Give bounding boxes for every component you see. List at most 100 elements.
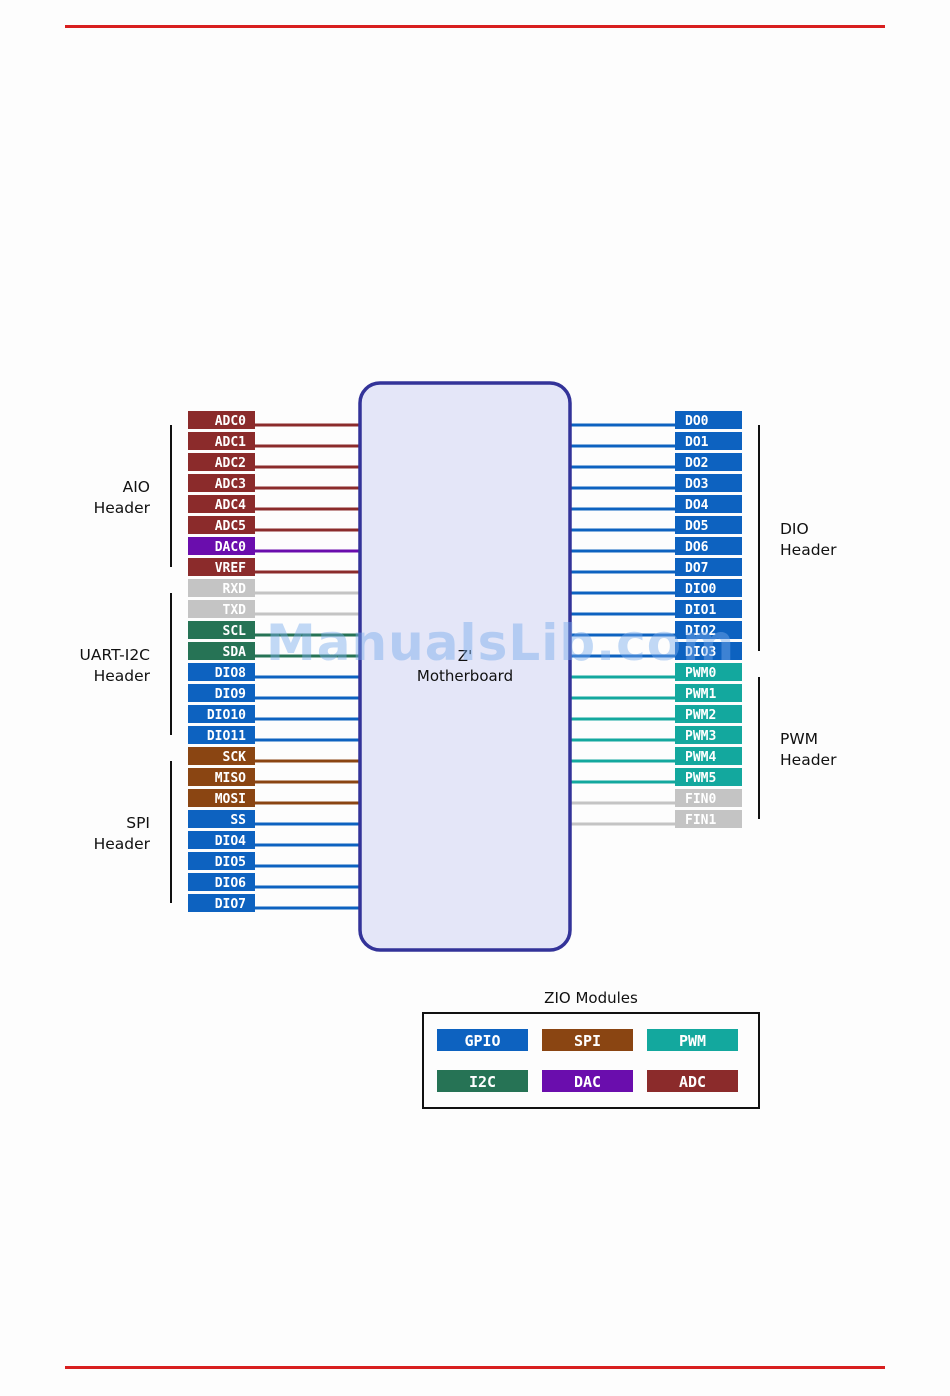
pin-box-adc1 [188, 432, 255, 450]
legend-frame [422, 1012, 760, 1109]
pin-box-mosi [188, 789, 255, 807]
legend-label-dac: DAC [574, 1073, 601, 1091]
pin-label-do7: DO7 [685, 561, 708, 576]
pin-box-adc3 [188, 474, 255, 492]
pin-label-pwm4: PWM4 [685, 750, 716, 765]
pin-box-dio9 [188, 684, 255, 702]
pin-label-dio5: DIO5 [215, 855, 246, 870]
pin-label-do4: DO4 [685, 498, 709, 513]
right-group-label-0-line1: DIO [780, 520, 809, 538]
pin-label-pwm1: PWM1 [685, 687, 716, 702]
legend-label-pwm: PWM [679, 1032, 706, 1050]
pin-box-pwm5 [675, 768, 742, 786]
legend-swatch-i2c [437, 1070, 528, 1092]
pin-label-dio4: DIO4 [215, 834, 246, 849]
pin-label-vref: VREF [215, 561, 246, 576]
legend-label-gpio: GPIO [464, 1032, 500, 1050]
pin-label-adc4: ADC4 [215, 498, 246, 513]
legend-label-i2c: I2C [469, 1073, 496, 1091]
left-group-label-1-line2: Header [94, 667, 151, 685]
pin-box-dio7 [188, 894, 255, 912]
pin-box-dio4 [188, 831, 255, 849]
motherboard-label-line1: Z' [458, 647, 472, 665]
pin-box-do0 [675, 411, 742, 429]
pin-label-do3: DO3 [685, 477, 708, 492]
left-pin-column: ADC0ADC1ADC2ADC3ADC4ADC5DAC0VREFRXDTXDSC… [188, 411, 255, 912]
pin-wires [255, 423, 675, 910]
legend-swatch-adc [647, 1070, 738, 1092]
motherboard-block [358, 381, 572, 952]
pin-box-dio6 [188, 873, 255, 891]
pin-box-pwm3 [675, 726, 742, 744]
pin-label-do1: DO1 [685, 435, 709, 450]
pin-box-do5 [675, 516, 742, 534]
pin-label-txd: TXD [223, 603, 247, 618]
pin-box-vref [188, 558, 255, 576]
pin-label-do6: DO6 [685, 540, 709, 555]
pin-label-do5: DO5 [685, 519, 708, 534]
pin-label-dio9: DIO9 [215, 687, 246, 702]
pin-label-rxd: RXD [223, 582, 247, 597]
pin-box-dio10 [188, 705, 255, 723]
legend-swatch-pwm [647, 1029, 738, 1051]
pin-label-adc3: ADC3 [215, 477, 246, 492]
legend-label-spi: SPI [574, 1032, 601, 1050]
legend-swatch-spi [542, 1029, 633, 1051]
pin-label-fin1: FIN1 [685, 813, 716, 828]
top-rule [65, 25, 885, 28]
pin-label-adc2: ADC2 [215, 456, 246, 471]
pin-box-do2 [675, 453, 742, 471]
left-group-label-0-line2: Header [94, 499, 151, 517]
pin-box-sda [188, 642, 255, 660]
pin-box-do4 [675, 495, 742, 513]
pin-box-dio0 [675, 579, 742, 597]
left-group-label-0-line1: AIO [123, 478, 150, 496]
header-groups: AIOHeaderUART-I2CHeaderSPIHeaderDIOHeade… [80, 425, 837, 903]
right-group-label-1-line2: Header [780, 751, 837, 769]
pin-box-adc2 [188, 453, 255, 471]
pin-box-adc5 [188, 516, 255, 534]
pin-label-pwm2: PWM2 [685, 708, 716, 723]
pin-label-fin0: FIN0 [685, 792, 716, 807]
pin-box-fin1 [675, 810, 742, 828]
pin-label-dio3: DIO3 [685, 645, 716, 660]
pin-label-adc5: ADC5 [215, 519, 246, 534]
pin-label-dio0: DIO0 [685, 582, 716, 597]
pin-label-dio11: DIO11 [207, 729, 246, 744]
pin-box-ss [188, 810, 255, 828]
pin-box-do6 [675, 537, 742, 555]
legend-title: ZIO Modules [544, 989, 638, 1007]
pin-box-pwm2 [675, 705, 742, 723]
pin-box-adc0 [188, 411, 255, 429]
pin-box-dio8 [188, 663, 255, 681]
pin-box-dac0 [188, 537, 255, 555]
pin-label-miso: MISO [215, 771, 246, 786]
pin-label-dio1: DIO1 [685, 603, 716, 618]
pin-label-do2: DO2 [685, 456, 708, 471]
pin-label-pwm3: PWM3 [685, 729, 716, 744]
left-group-label-2-line2: Header [94, 835, 151, 853]
pin-label-dio7: DIO7 [215, 897, 246, 912]
pin-label-dio10: DIO10 [207, 708, 246, 723]
pin-box-do3 [675, 474, 742, 492]
pin-label-adc1: ADC1 [215, 435, 246, 450]
pin-box-fin0 [675, 789, 742, 807]
left-group-label-2-line1: SPI [126, 814, 150, 832]
pin-label-dio8: DIO8 [215, 666, 246, 681]
pin-box-sck [188, 747, 255, 765]
right-group-label-0-line2: Header [780, 541, 837, 559]
pin-label-mosi: MOSI [215, 792, 246, 807]
pin-box-pwm1 [675, 684, 742, 702]
pin-box-miso [188, 768, 255, 786]
pin-box-adc4 [188, 495, 255, 513]
pin-label-ss: SS [230, 813, 246, 828]
right-pin-column: DO0DO1DO2DO3DO4DO5DO6DO7DIO0DIO1DIO2DIO3… [675, 411, 742, 828]
pin-box-pwm4 [675, 747, 742, 765]
pin-box-scl [188, 621, 255, 639]
bottom-rule [65, 1366, 885, 1369]
right-group-label-1-line1: PWM [780, 730, 818, 748]
pin-box-rxd [188, 579, 255, 597]
motherboard-label-line2: Motherboard [417, 667, 513, 685]
